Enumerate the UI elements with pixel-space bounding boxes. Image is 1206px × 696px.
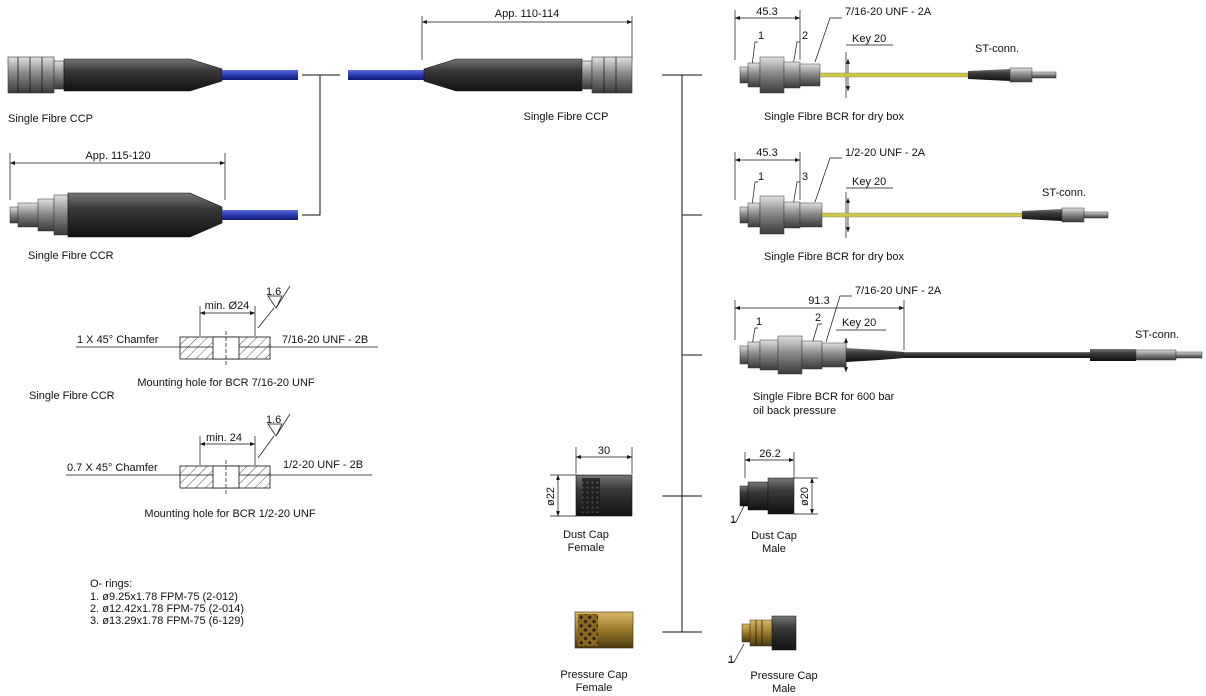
bcr1-callout-1: 1 (758, 30, 764, 42)
ccp-right-connector (348, 56, 633, 94)
bcr1-st-label: ST-conn. (975, 43, 1019, 55)
ccp-left-caption: Single Fibre CCP (8, 113, 93, 125)
mount1-caption: Mounting hole for BCR 7/16-20 UNF (137, 377, 315, 389)
pressure-female-caption-1: Pressure Cap (560, 669, 627, 681)
oring-item-3: 3. ø13.29x1.78 FPM-75 (6-129) (90, 615, 244, 627)
mount2-diameter: min. 24 (206, 432, 242, 444)
mount1-diameter: min. Ø24 (205, 300, 250, 312)
dust-cap-male-drawing (732, 452, 818, 523)
dust-female-diameter: ø22 (545, 487, 557, 506)
bcr3-length: 91.3 (808, 295, 829, 307)
mount2-roughness: 1.6 (266, 414, 281, 426)
dust-cap-female-drawing (550, 447, 633, 517)
dust-male-callout-1: 1 (730, 514, 736, 526)
connection-bracket-left (302, 74, 340, 216)
dust-female-width: 30 (598, 445, 610, 457)
mount2-drawing (66, 413, 372, 494)
bcr1-key: Key 20 (852, 33, 886, 45)
bcr3-dimensions (734, 295, 905, 372)
pressure-male-callout-1: 1 (728, 654, 734, 666)
ccp-length-label: App. 110-114 (495, 8, 559, 20)
ccr-length-label: App. 115-120 (85, 150, 150, 162)
bcr3-st-label: ST-conn. (1135, 329, 1179, 341)
bcr3-callout-1: 1 (756, 316, 762, 328)
dust-female-caption-1: Dust Cap (563, 529, 609, 541)
ccr-connector (9, 192, 298, 238)
bcr1-connector (739, 56, 1057, 94)
mount1-thread: 7/16-20 UNF - 2B (282, 334, 368, 346)
bcr2-connector (739, 195, 1109, 235)
bcr3-callout-2: 2 (815, 312, 821, 324)
pressure-male-caption-2: Male (772, 683, 796, 695)
mount1-chamfer: 1 X 45° Chamfer (77, 334, 159, 346)
bcr2-thread: 1/2-20 UNF - 2A (845, 147, 926, 159)
pressure-cap-female-drawing (574, 611, 634, 649)
bcr1-caption: Single Fibre BCR for dry box (764, 111, 904, 123)
mount2-caption: Mounting hole for BCR 1/2-20 UNF (144, 508, 315, 520)
bcr1-thread: 7/16-20 UNF - 2A (845, 6, 932, 18)
bcr1-dimensions (734, 10, 893, 98)
ccp-left-connector (7, 56, 298, 94)
ccr-caption: Single Fibre CCR (28, 250, 114, 262)
mount2-thread: 1/2-20 UNF - 2B (283, 459, 363, 471)
mount1-drawing (76, 285, 378, 365)
oring-item-1: 1. ø9.25x1.78 FPM-75 (2-012) (90, 591, 238, 603)
dust-male-width: 26.2 (759, 448, 780, 460)
bcr2-caption: Single Fibre BCR for dry box (764, 251, 904, 263)
ccp-right-caption: Single Fibre CCP (524, 111, 609, 123)
bcr2-callout-1: 1 (758, 171, 764, 183)
ccp-right-dimension (421, 16, 633, 60)
orings-title: O- rings: (90, 578, 132, 590)
pressure-female-caption-2: Female (576, 682, 613, 694)
oring-item-2: 2. ø12.42x1.78 FPM-75 (2-014) (90, 603, 244, 615)
bcr2-length: 45.3 (756, 147, 777, 159)
dust-female-caption-2: Female (568, 542, 605, 554)
bcr3-key: Key 20 (842, 317, 876, 329)
pressure-male-caption-1: Pressure Cap (750, 670, 817, 682)
bcr2-callout-3: 3 (802, 171, 808, 183)
ccr-dimension (9, 153, 226, 200)
dust-male-caption-2: Male (762, 543, 786, 555)
pressure-cap-male-drawing (728, 615, 797, 663)
mount1-roughness: 1.6 (266, 286, 281, 298)
bcr3-connector (739, 335, 1203, 375)
dust-male-diameter: ø20 (799, 487, 811, 506)
bcr1-length: 45.3 (756, 6, 777, 18)
bcr3-thread: 7/16-20 UNF - 2A (855, 285, 942, 297)
bcr3-caption-line2: oil back pressure (753, 405, 836, 417)
bcr1-callout-2: 2 (802, 30, 808, 42)
bcr2-st-label: ST-conn. (1042, 187, 1086, 199)
ccr-caption-extra: Single Fibre CCR (29, 390, 115, 402)
mount2-chamfer: 0.7 X 45° Chamfer (67, 462, 158, 474)
connection-bus (662, 74, 702, 633)
bcr2-key: Key 20 (852, 176, 886, 188)
dust-male-caption-1: Dust Cap (751, 530, 797, 542)
bcr3-caption-line1: Single Fibre BCR for 600 bar (753, 391, 895, 403)
